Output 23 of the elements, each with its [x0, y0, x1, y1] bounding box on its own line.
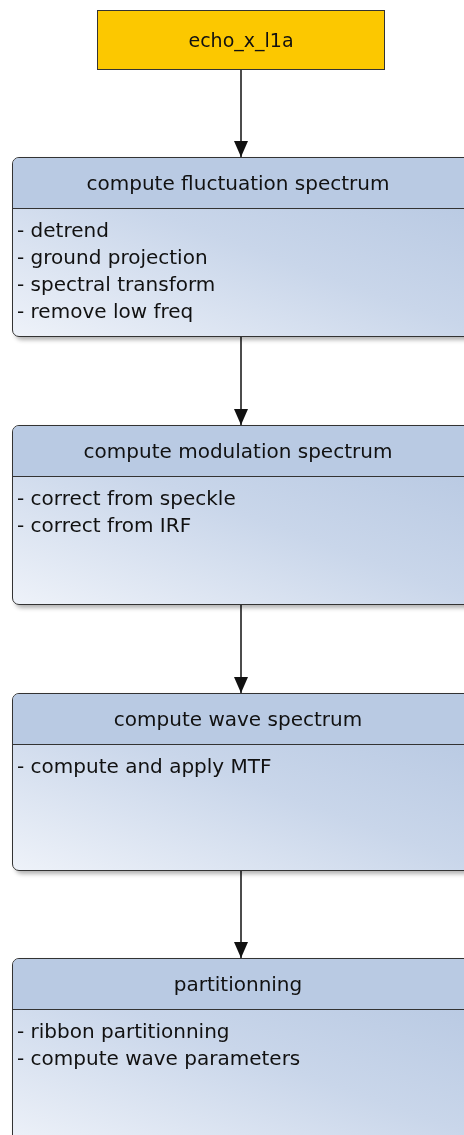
- step-item: - remove low freq: [16, 298, 194, 325]
- step-item: - spectral transform: [16, 271, 216, 298]
- arrow: [234, 69, 248, 158]
- step-item: - compute wave parameters: [16, 1045, 301, 1072]
- step-item: - ribbon partitionning: [16, 1018, 230, 1045]
- arrow: [234, 870, 248, 959]
- process-box: [12, 958, 464, 1135]
- step-item: - correct from speckle: [16, 485, 236, 512]
- arrow: [234, 336, 248, 426]
- box-label: echo_x_l1a: [188, 29, 294, 51]
- box-title: compute modulation spectrum: [13, 426, 464, 477]
- box-title: compute fluctuation spectrum: [13, 158, 464, 209]
- arrow: [234, 604, 248, 694]
- step-item: - compute and apply MTF: [16, 753, 272, 780]
- box-title: compute wave spectrum: [13, 694, 464, 745]
- process-box: [12, 157, 464, 337]
- step-item: - detrend: [16, 217, 109, 244]
- data-box: [97, 10, 385, 70]
- box-title: partitionning: [13, 959, 464, 1010]
- process-box: [12, 425, 464, 605]
- step-item: - ground projection: [16, 244, 208, 271]
- step-item: - correct from IRF: [16, 512, 192, 539]
- process-box: [12, 693, 464, 871]
